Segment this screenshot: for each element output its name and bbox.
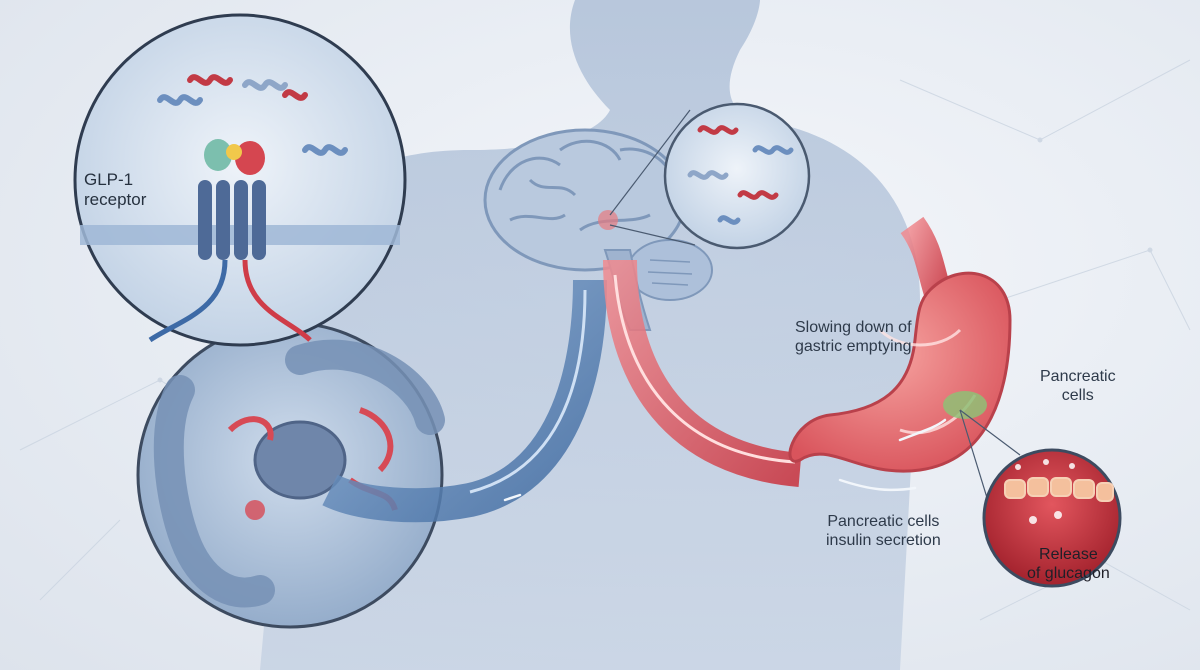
pancreatic-cells-label: Pancreatic cells <box>1040 367 1116 405</box>
blue-pathway <box>322 279 607 523</box>
glucagon-label-line1: Release <box>1039 546 1098 563</box>
insulin-secretion-label: Pancreatic cells insulin secretion <box>826 512 941 550</box>
flow-arrows <box>503 418 947 502</box>
intestine-icon <box>153 339 445 608</box>
pancreas-inset <box>982 448 1122 588</box>
stomach-icon <box>788 271 1012 473</box>
glp1-receptor-label: GLP-1 receptor <box>84 170 146 210</box>
gastric-label-line2: gastric emptying <box>795 338 912 355</box>
secretion-label-line2: insulin secretion <box>826 532 941 549</box>
gastric-label-line1: Slowing down of <box>795 319 912 336</box>
pancreatic-label-line2: cells <box>1061 387 1094 404</box>
gastric-emptying-label: Slowing down of gastric emptying <box>795 318 912 356</box>
receptor-icon <box>198 139 266 260</box>
glucagon-label-line2: of glucagon <box>1027 565 1110 582</box>
glp1-peptide-icon <box>687 125 794 225</box>
receptor-label-line2: receptor <box>84 190 147 209</box>
secretion-label-line1: Pancreatic cells <box>827 513 940 530</box>
brain-zoom-inset <box>663 102 811 250</box>
receptor-label-line1: GLP-1 <box>84 170 134 189</box>
receptor-inset <box>73 13 407 347</box>
glucagon-release-label: Release of glucagon <box>1027 545 1110 583</box>
background-network <box>19 59 1191 621</box>
glp1-peptide-icon <box>157 74 348 156</box>
intestine-inset <box>136 321 445 629</box>
pancreatic-label-line1: Pancreatic <box>1040 368 1116 385</box>
